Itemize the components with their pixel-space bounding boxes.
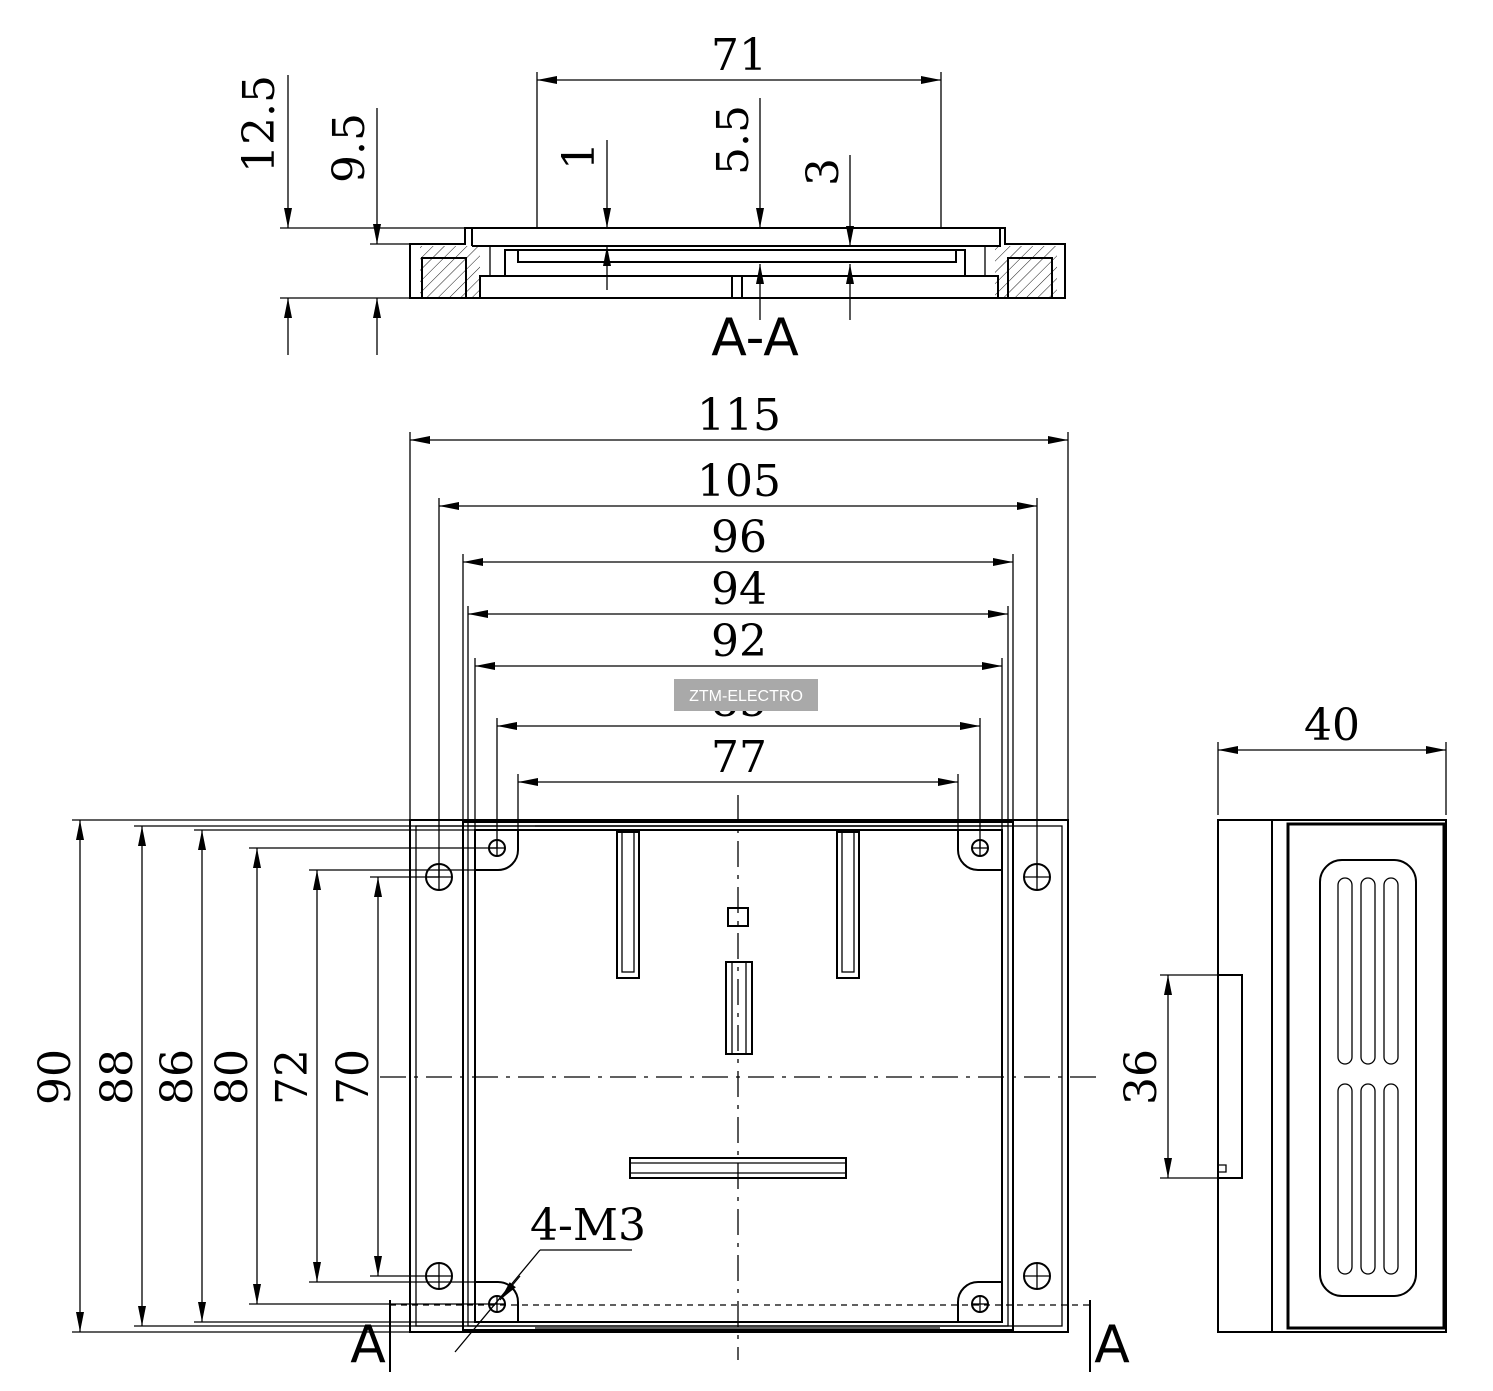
dim-72: 72 <box>267 1049 318 1105</box>
section-view: 71 12.5 9.5 1 5.5 3 A-A <box>234 30 1066 368</box>
section-mark-left: A <box>350 1315 386 1375</box>
front-view: 115 105 96 94 92 85 77 90 88 <box>30 390 1130 1375</box>
dim-80: 80 <box>207 1049 258 1105</box>
thread-note: 4-M3 <box>530 1200 646 1251</box>
section-label: A-A <box>711 308 799 368</box>
watermark: ZTM-ELECTRO <box>674 679 818 711</box>
dim-77: 77 <box>711 732 767 783</box>
dim-5-5: 5.5 <box>708 105 759 175</box>
dim-71: 71 <box>711 30 767 81</box>
side-view: 40 36 <box>1116 700 1447 1333</box>
dim-96: 96 <box>711 512 767 563</box>
dim-36: 36 <box>1116 1049 1167 1105</box>
dim-115: 115 <box>697 390 781 441</box>
dim-1: 1 <box>554 142 605 170</box>
dim-105: 105 <box>697 456 781 507</box>
dim-3: 3 <box>798 158 849 186</box>
dim-92: 92 <box>711 616 767 667</box>
watermark-text: ZTM-ELECTRO <box>689 688 803 705</box>
dim-90: 90 <box>30 1049 81 1105</box>
dim-86: 86 <box>152 1049 203 1105</box>
dim-94: 94 <box>711 564 767 615</box>
dim-70: 70 <box>328 1049 379 1105</box>
dim-88: 88 <box>92 1049 143 1105</box>
dim-9-5: 9.5 <box>324 113 375 183</box>
dim-12-5: 12.5 <box>234 75 285 173</box>
dim-40: 40 <box>1304 700 1360 751</box>
section-mark-right: A <box>1094 1315 1130 1375</box>
